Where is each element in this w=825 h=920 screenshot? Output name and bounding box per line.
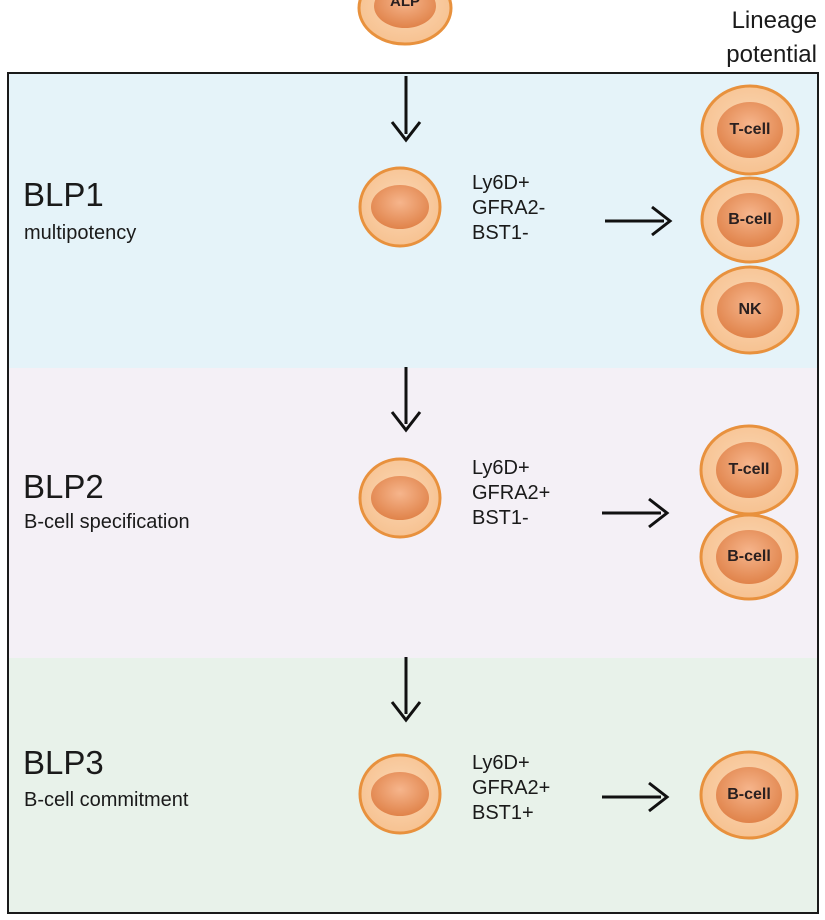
blp2-marker-bst1: BST1- xyxy=(472,507,529,529)
blp1-markers: Ly6D+ GFRA2- BST1- xyxy=(472,171,545,246)
blp2-lineage-tcell-label: T-cell xyxy=(728,461,770,478)
blp3-title: BLP3 xyxy=(23,744,104,781)
blp3-marker-gfra2: GFRA2+ xyxy=(472,777,551,799)
stage-blp3 xyxy=(9,658,817,912)
blp2-marker-gfra2: GFRA2+ xyxy=(472,482,551,504)
blp1-marker-gfra2: GFRA2- xyxy=(472,197,546,219)
blp1-marker-bst1: BST1- xyxy=(472,222,529,244)
blp1-lineage-bcell-label: B-cell xyxy=(728,211,772,228)
blp3-marker-ly6d: Ly6D+ xyxy=(472,752,530,774)
blp2-subtitle: B-cell specification xyxy=(24,511,190,533)
blp1-lineage-nk-label: NK xyxy=(738,301,762,318)
blp2-markers: Ly6D+ GFRA2+ BST1- xyxy=(472,456,550,531)
blp2-lineage-bcell-label: B-cell xyxy=(727,548,771,565)
stages-frame xyxy=(7,72,819,914)
blp3-markers: Ly6D+ GFRA2+ BST1+ xyxy=(472,751,550,826)
blp1-marker-ly6d: Ly6D+ xyxy=(472,172,530,194)
blp3-lineage-bcell-label: B-cell xyxy=(727,786,771,803)
blp2-title: BLP2 xyxy=(23,468,104,505)
alp-cell xyxy=(357,0,453,46)
lineage-potential-heading: Lineage potential xyxy=(726,4,817,72)
blp1-title: BLP1 xyxy=(23,176,104,213)
alp-cell-label: ALP xyxy=(390,0,420,10)
blp1-lineage-tcell-label: T-cell xyxy=(729,121,771,138)
blp3-subtitle: B-cell commitment xyxy=(24,789,189,811)
blp2-marker-ly6d: Ly6D+ xyxy=(472,457,530,479)
blp1-subtitle: multipotency xyxy=(24,222,137,244)
blp3-marker-bst1: BST1+ xyxy=(472,802,534,824)
lineage-heading-line1: Lineage xyxy=(731,7,817,34)
lineage-heading-line2: potential xyxy=(726,41,817,68)
